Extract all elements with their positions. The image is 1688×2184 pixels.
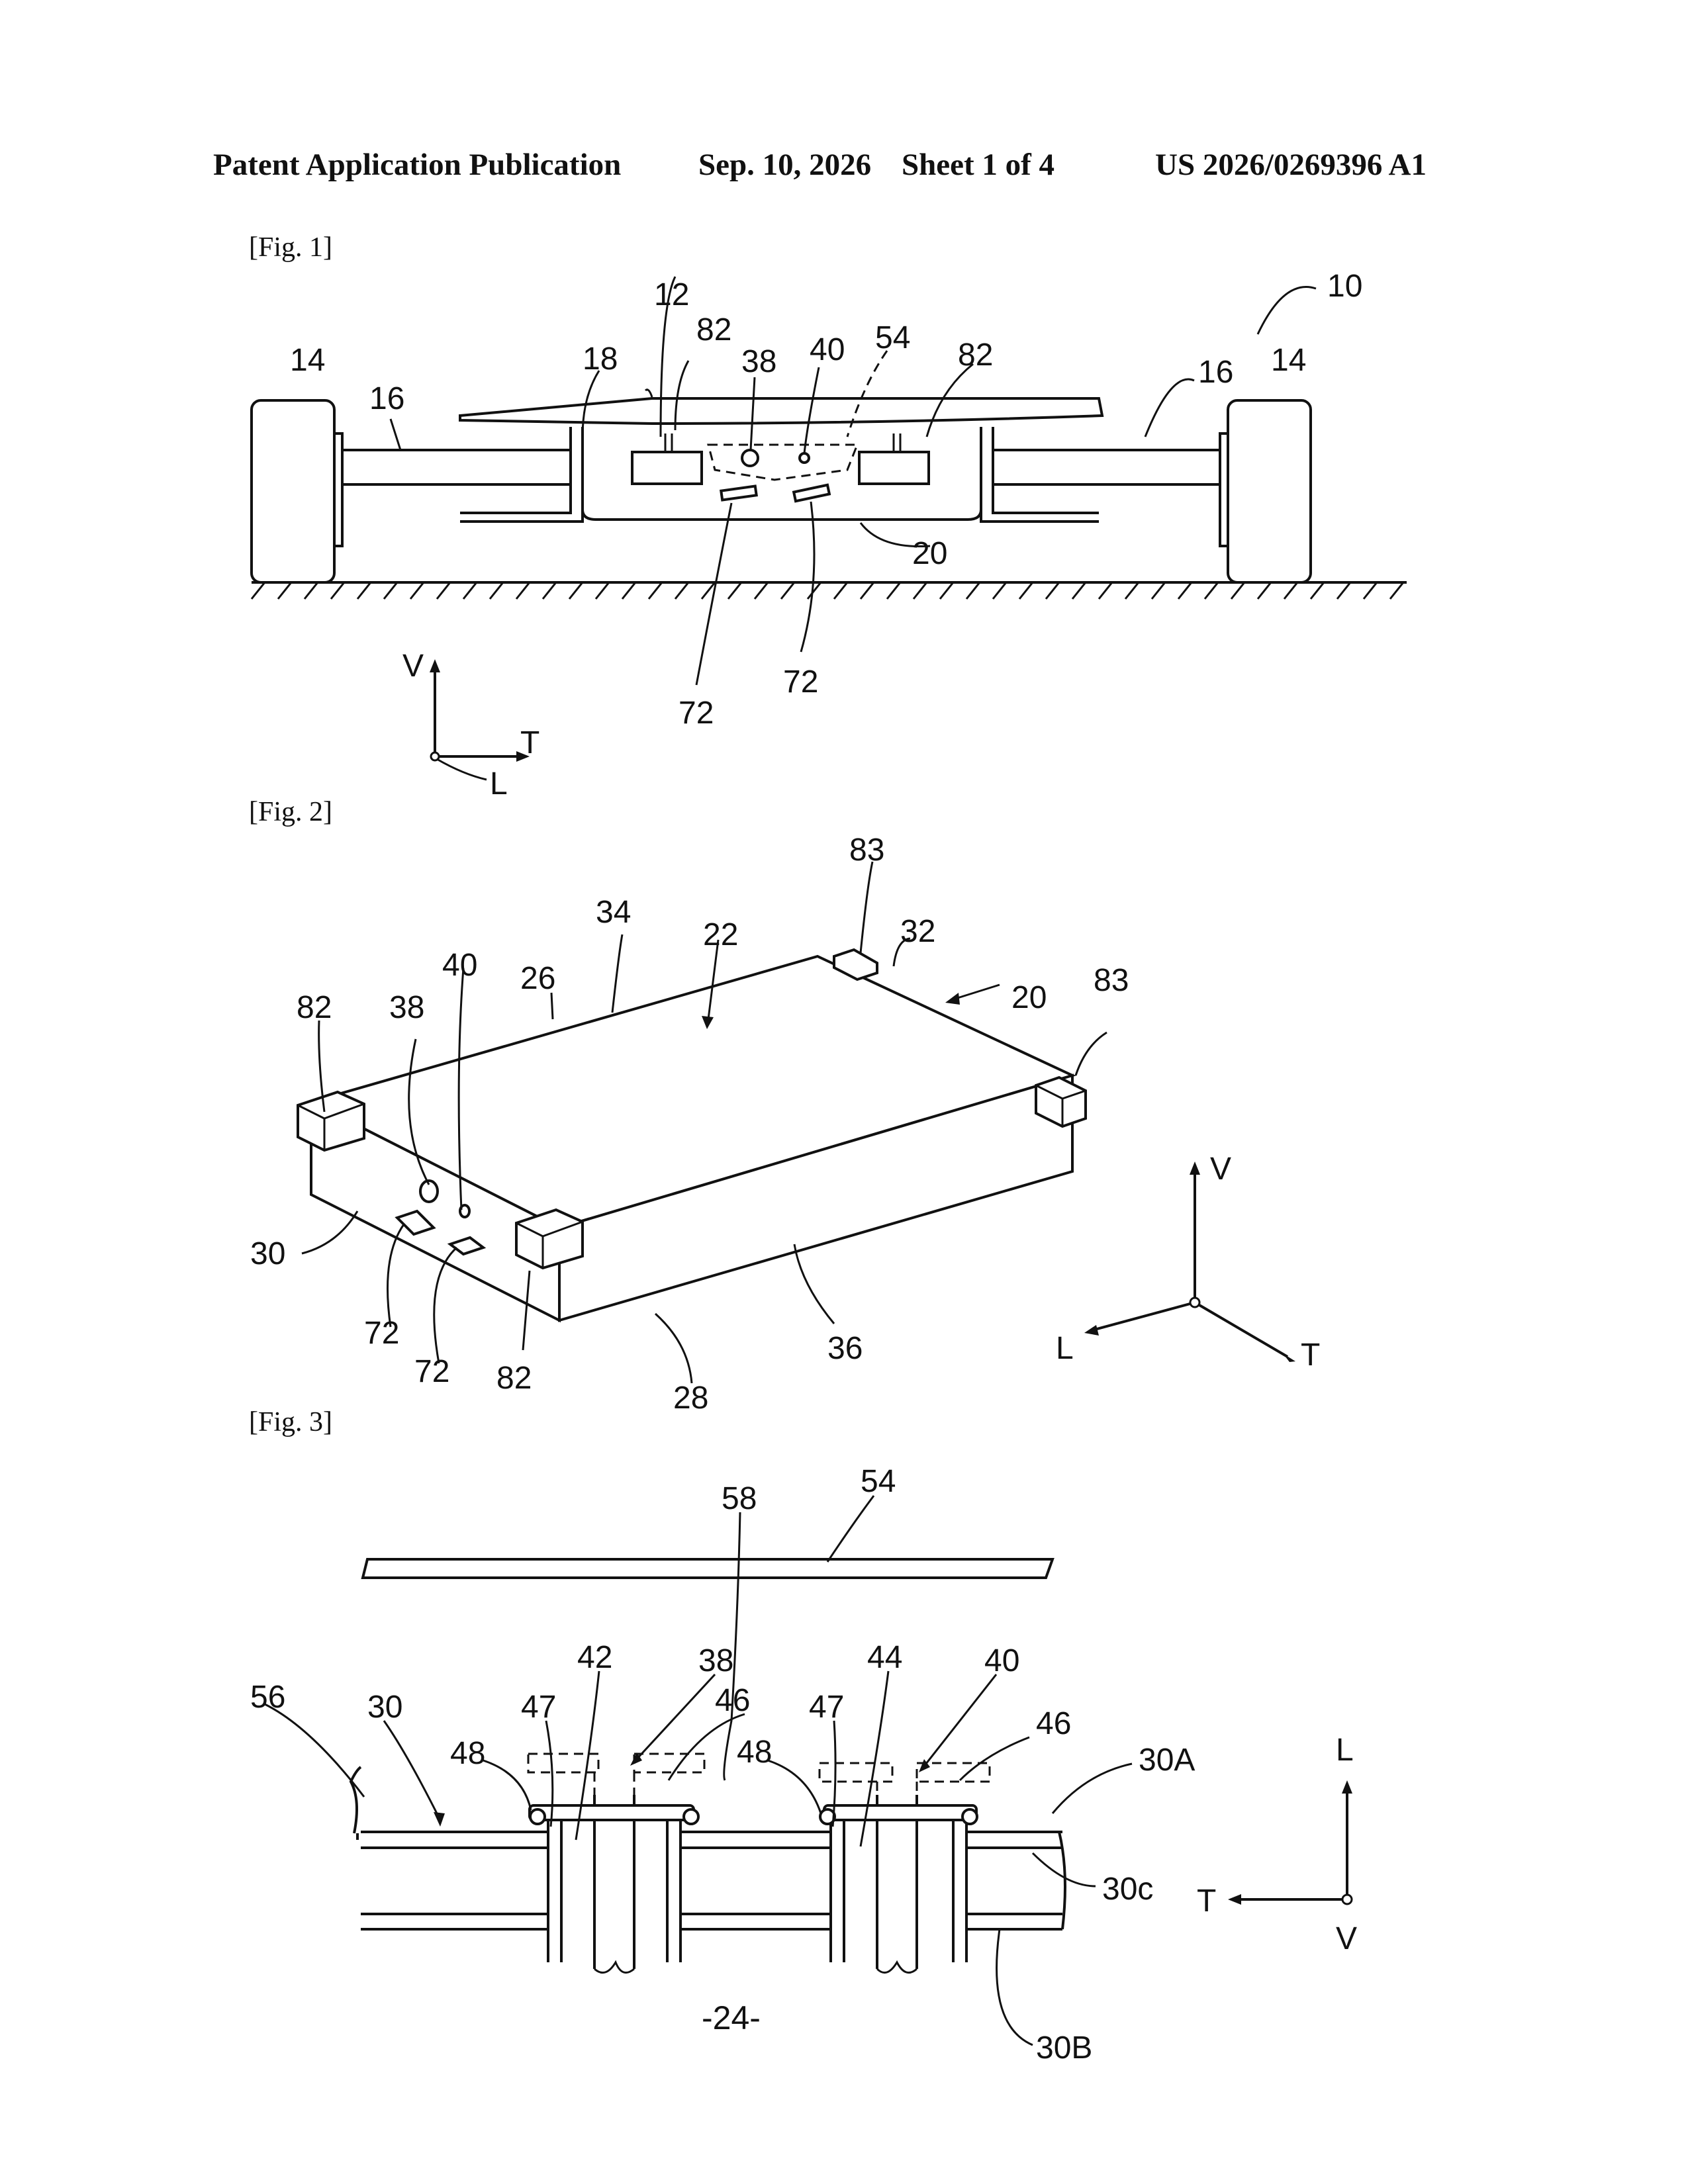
fig3-ref: 48 <box>450 1736 485 1771</box>
fig1-ref: 10 <box>1327 269 1362 304</box>
fig1-ref: 12 <box>654 277 689 312</box>
fig3-ref: 44 <box>867 1640 902 1675</box>
charging-plate <box>363 1559 1053 1578</box>
fig3-ref: 30 <box>367 1690 402 1725</box>
fig3-ref: 58 <box>722 1481 757 1516</box>
fig2-ref: 22 <box>703 917 738 952</box>
fig3-ref: 46 <box>1036 1706 1071 1741</box>
fig3-ref: 48 <box>737 1735 772 1770</box>
fig1-ref: 54 <box>875 320 910 355</box>
fig1-ref: 38 <box>741 344 776 379</box>
fig2-ref: 72 <box>364 1316 399 1351</box>
fig1-ref: 82 <box>958 338 993 373</box>
page-number: -24- <box>702 1999 761 2037</box>
fig3-ref: 42 <box>577 1640 612 1675</box>
fig3-ref: 30c <box>1102 1872 1153 1907</box>
axis-v: V <box>402 649 424 684</box>
fig1-ref: 16 <box>369 381 404 416</box>
fig2-ref: 20 <box>1011 980 1047 1015</box>
fig1-drawing: 10 12 14 14 16 16 18 82 82 38 40 54 72 7… <box>0 0 1688 794</box>
fig1-ref: 14 <box>1271 343 1306 378</box>
fig2-ref: 82 <box>496 1361 532 1396</box>
fig1-ref: 16 <box>1198 355 1233 390</box>
axis-l: L <box>1336 1733 1354 1768</box>
bracket-right <box>859 452 929 484</box>
connector-38 <box>528 1754 704 1973</box>
axis-l: L <box>1056 1331 1074 1366</box>
floor-panel <box>460 398 1102 424</box>
axis-t: T <box>1301 1338 1320 1373</box>
axis-v: V <box>1336 1921 1357 1956</box>
fig1-ref: 72 <box>679 696 714 731</box>
fig2-ref: 26 <box>520 961 555 996</box>
left-axle <box>342 450 571 484</box>
fig3-ref: 30B <box>1036 2030 1092 2066</box>
connector-40 <box>820 1763 990 1973</box>
fig1-ref: 40 <box>810 332 845 367</box>
right-axle <box>993 450 1220 484</box>
fig2-ref: 32 <box>900 914 935 949</box>
fig1-ref: 18 <box>583 341 618 377</box>
fig2-drawing: 83 32 20 83 34 22 40 26 82 38 30 72 72 8… <box>0 794 1688 1410</box>
fig2-ref: 34 <box>596 895 631 930</box>
fig2-ref: 83 <box>1094 963 1129 998</box>
fig2-ref: 30 <box>250 1236 285 1271</box>
left-wheel <box>252 400 334 582</box>
fig1-ref: 14 <box>290 343 325 378</box>
fig3-ref: 56 <box>250 1680 285 1715</box>
fig2-ref: 83 <box>849 833 884 868</box>
fig3-ref: 46 <box>715 1683 750 1718</box>
right-wheel <box>1228 400 1311 582</box>
fig1-ref: 82 <box>696 312 731 347</box>
ground-hatching <box>252 582 1403 599</box>
fig3-ref: 30A <box>1139 1743 1195 1778</box>
axis-t: T <box>520 725 539 760</box>
fig3-ref: 47 <box>521 1690 556 1725</box>
bracket-left <box>632 452 702 484</box>
fig2-ref: 36 <box>827 1331 863 1366</box>
fig2-ref: 72 <box>414 1354 449 1389</box>
fig2-ref: 38 <box>389 990 424 1025</box>
fig3-ref: 40 <box>984 1643 1019 1678</box>
fig3-ref: 47 <box>809 1690 844 1725</box>
fig1-ref: 72 <box>783 664 818 700</box>
axis-v: V <box>1210 1152 1231 1187</box>
fig3-ref: 38 <box>698 1643 733 1678</box>
fig3-drawing: 58 54 56 30 47 42 38 46 48 47 44 40 46 4… <box>0 1410 1688 2071</box>
fig2-ref: 40 <box>442 948 477 983</box>
fig1-ref: 20 <box>912 536 947 571</box>
axis-t: T <box>1197 1884 1216 1919</box>
panel-wall <box>351 1767 1065 1929</box>
fig2-ref: 82 <box>297 990 332 1025</box>
fig3-ref: 54 <box>861 1464 896 1499</box>
